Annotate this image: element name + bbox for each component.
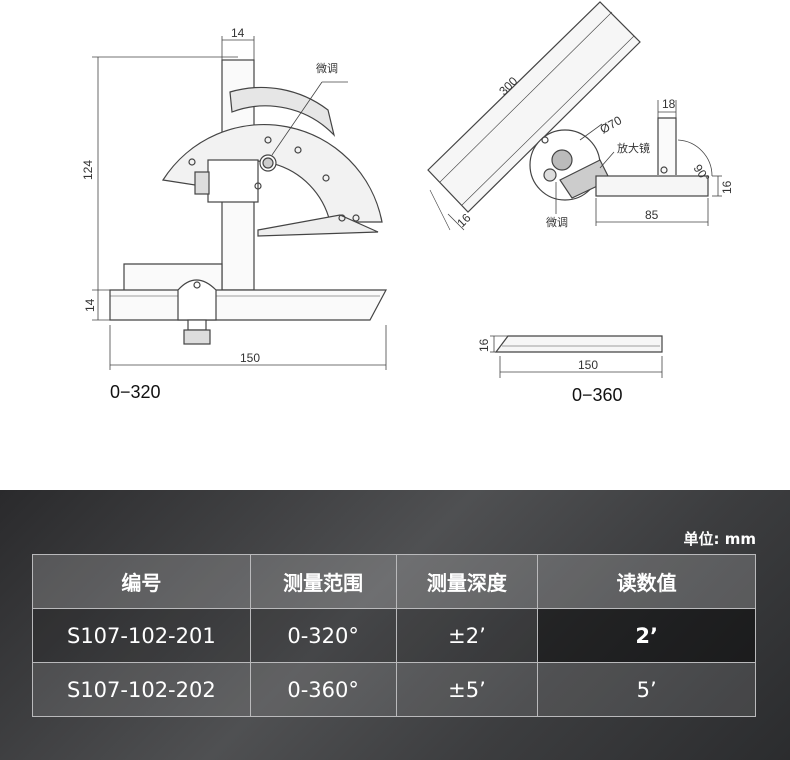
cell-range: 0-320°	[249, 608, 397, 663]
dim-base-14: 14	[83, 298, 97, 312]
dim-ruler-height-16: 16	[477, 338, 491, 352]
table-header-row: 编号 测量范围 测量深度 读数值	[32, 554, 756, 609]
dim-height-124: 124	[81, 160, 95, 180]
dim-blade-width-16: 16	[454, 211, 474, 231]
header-reading: 读数值	[537, 554, 756, 609]
cell-depth: ±5’	[395, 662, 539, 717]
label-fine-adjust: 微调	[316, 61, 338, 75]
ruler-drawing	[490, 335, 663, 378]
label-fine-adjust-right: 微调	[546, 215, 568, 229]
dim-ruler-length-150: 150	[578, 358, 598, 372]
cell-model: S107-102-202	[32, 662, 251, 717]
dim-post-18: 18	[662, 97, 676, 111]
label-magnifier: 放大镜	[617, 141, 650, 155]
dim-base-length-85: 85	[645, 208, 659, 222]
dim-length-150: 150	[240, 351, 260, 365]
spec-panel: 单位: mm 编号 测量范围 测量深度 读数值 S107-102-201 0-3…	[0, 490, 790, 760]
unit-label: 单位: mm	[683, 530, 756, 548]
technical-drawing: 14 124 14 150 微调 0−320	[81, 1, 734, 405]
dim-dial-70: Ø70	[598, 113, 625, 137]
header-depth: 测量深度	[395, 554, 539, 609]
dim-base-height-16: 16	[720, 180, 734, 194]
dim-top-14: 14	[231, 26, 245, 40]
caption-0-360: 0−360	[572, 385, 623, 405]
cell-model: S107-102-201	[32, 608, 251, 663]
cell-range: 0-360°	[249, 662, 397, 717]
protractor-320-drawing	[92, 36, 387, 370]
caption-0-320: 0−320	[110, 382, 161, 402]
table-row: S107-102-201 0-320° ±2’ 2’	[32, 608, 756, 663]
header-range: 测量范围	[249, 554, 397, 609]
header-model: 编号	[32, 554, 251, 609]
protractor-360-drawing	[427, 1, 722, 231]
cell-depth: ±2’	[395, 608, 539, 663]
cell-reading: 2’	[537, 608, 756, 663]
table-row: S107-102-202 0-360° ±5’ 5’	[32, 662, 756, 717]
cell-reading: 5’	[537, 662, 756, 717]
spec-table: 编号 测量范围 测量深度 读数值 S107-102-201 0-320° ±2’…	[32, 554, 756, 717]
